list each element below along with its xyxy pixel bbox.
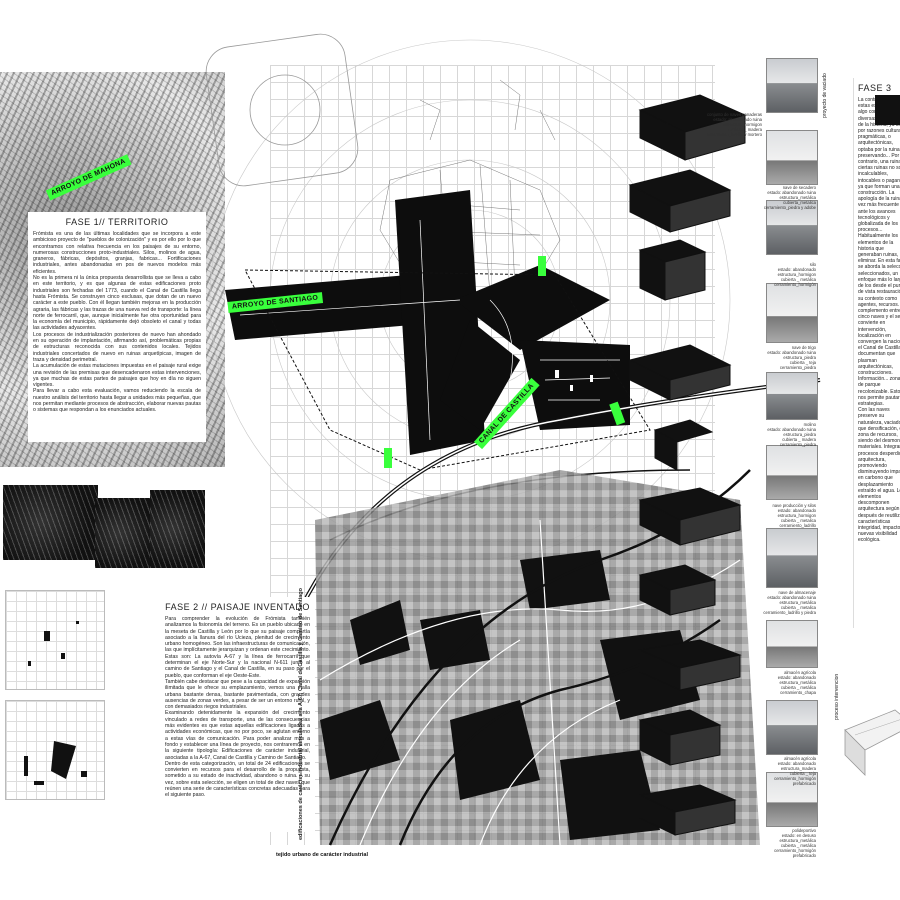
building-photo-4 [766, 283, 818, 343]
building-photo-7 [766, 528, 818, 588]
night-aerial-image-1 [3, 485, 98, 560]
caption-8: almacén agrícola estado: abandonado estr… [777, 670, 816, 695]
grid-map-bottom [5, 700, 105, 800]
phase2-title: FASE 2 // PAISAJE INVENTADO [165, 602, 310, 612]
phase2-text: Para comprender la evolución de Frómista… [165, 616, 310, 799]
night-aerial-image-3 [150, 490, 205, 568]
phase1-title: FASE 1// TERRITORIO [65, 217, 169, 227]
phase3-text: La controversia de estas estructuras es … [858, 97, 900, 544]
grid-map-top-shapes [28, 621, 79, 666]
vertical-label-vaciado: proyecto de vaciado [822, 73, 828, 118]
building-photo-8 [766, 620, 818, 668]
phase1-panel: FASE 1// TERRITORIO Frómista es una de l… [28, 212, 206, 442]
caption-2: nave de secadero estado: abandonado ruin… [763, 185, 816, 210]
caption-1: conjunto de naves ganaderas estado: aban… [706, 112, 762, 137]
night-aerial-image-2 [95, 498, 155, 568]
caption-10: polideportivo estado: en desuso estructu… [774, 828, 816, 858]
building-photo-10 [766, 772, 818, 827]
phase2-panel: FASE 2 // PAISAJE INVENTADO Para compren… [160, 597, 315, 832]
building-photo-6 [766, 445, 818, 500]
tag-marker-left [384, 448, 392, 468]
phase3-dark-render [875, 95, 900, 125]
caption-9: almacén agrícola estado: abandonado estr… [774, 756, 816, 786]
phase3-title: FASE 3 [858, 83, 892, 93]
caption-6: nave producción y silos estado: abandona… [772, 503, 816, 528]
grid-map-bottom-shapes [24, 741, 87, 785]
building-photo-2 [766, 130, 818, 185]
building-photo-9 [766, 700, 818, 755]
phase3-panel: FASE 3 La controversia de estas estructu… [853, 78, 900, 628]
vertical-label-intervencion: proceso intervencion [834, 673, 840, 720]
caption-3: silo estado: abandonado estructura_hormi… [774, 262, 816, 287]
building-photo-1 [766, 58, 818, 113]
building-photo-5 [766, 372, 818, 420]
grid-map-top [5, 590, 105, 690]
caption-5: molino estado: abandonado ruina estructu… [767, 422, 816, 447]
building-photo-3 [766, 200, 818, 255]
intervention-sketch [844, 709, 900, 776]
phase1-text: Frómista es una de las últimas localidad… [33, 231, 201, 414]
tag-marker-top [538, 256, 546, 276]
bottom-title: tejido urbano de carácter industrial [276, 852, 368, 858]
main-vertical-title: edificaciones de carácter industrial vin… [298, 588, 304, 840]
caption-7: nave de almacenaje estado: abandonado ru… [763, 590, 816, 615]
caption-4: nave de trigo estado: abandonado ruina e… [767, 345, 816, 370]
